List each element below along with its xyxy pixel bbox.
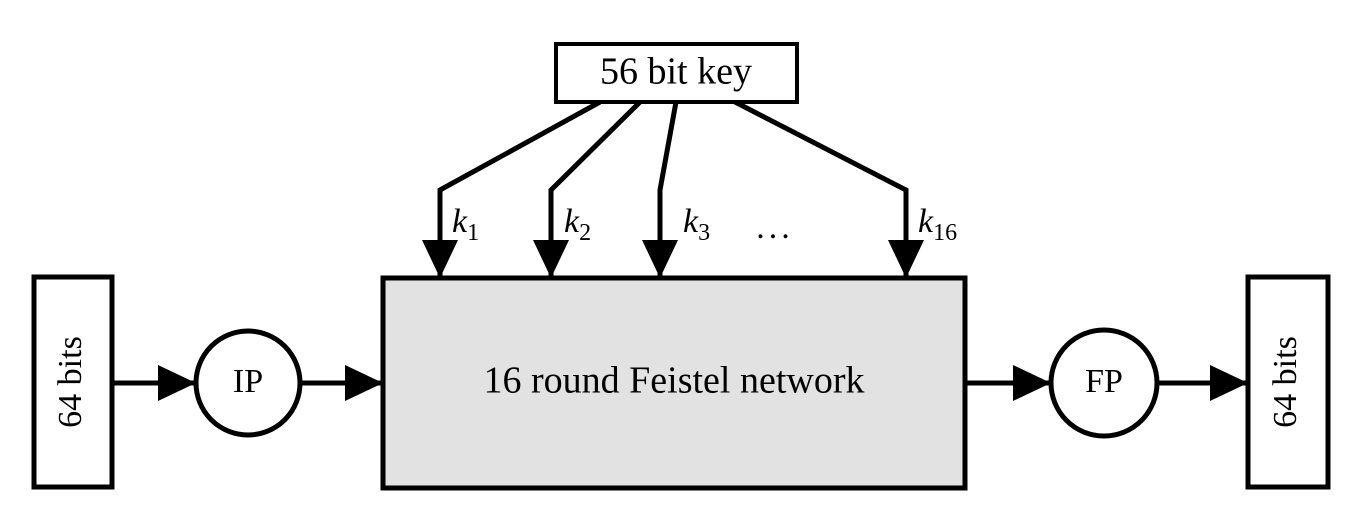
- key-block-rect: [554, 42, 799, 104]
- subkey-arrow-k16: k16: [733, 99, 957, 279]
- feistel-network-rect: [380, 275, 968, 491]
- subkey-arrow-k2: k2: [533, 100, 642, 279]
- subkey-arrow-k1: k1: [422, 99, 602, 279]
- subkey-line-k2: [533, 100, 642, 279]
- subkey-ellipsis: ...: [756, 209, 794, 246]
- feistel-network-node: 16 round Feistel network: [380, 275, 968, 491]
- output-block: 64 bits: [1245, 274, 1331, 490]
- subkey-label-k3: k3: [683, 203, 710, 246]
- subkey-label-k1: k1: [452, 203, 479, 246]
- initial-permutation-node: IP: [193, 328, 303, 438]
- output-block-rect: [1245, 274, 1331, 490]
- key-block-label: 56 bit key: [600, 51, 752, 93]
- input-block-rect: [31, 274, 115, 490]
- key-block: 56 bit key: [554, 42, 799, 104]
- subkey-line-k3: [642, 101, 679, 279]
- subkey-line-k1: [422, 99, 602, 279]
- input-block-label: 64 bits: [52, 336, 89, 428]
- subkey-line-k16: [733, 99, 924, 279]
- fp-label: FP: [1085, 363, 1123, 400]
- subkey-arrow-k3: k3: [642, 101, 710, 279]
- feistel-network-label: 16 round Feistel network: [483, 360, 864, 402]
- final-permutation-node: FP: [1048, 327, 1160, 439]
- subkey-label-k2: k2: [564, 203, 591, 246]
- output-block-label: 64 bits: [1267, 336, 1304, 428]
- subkey-arrow-group: k1 k2 k3 k16: [422, 99, 957, 279]
- ip-label: IP: [233, 363, 263, 400]
- subkey-label-k16: k16: [918, 203, 957, 246]
- input-block: 64 bits: [31, 274, 115, 490]
